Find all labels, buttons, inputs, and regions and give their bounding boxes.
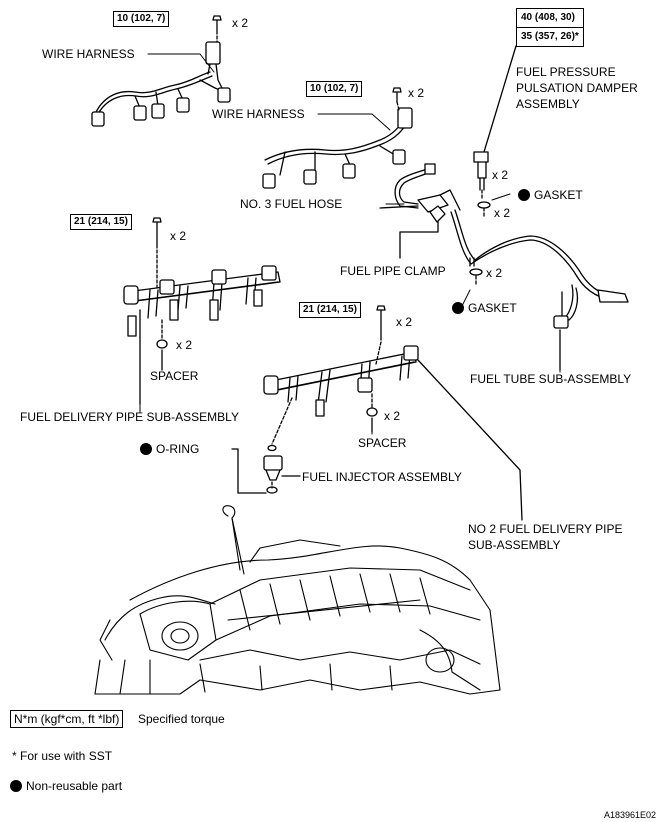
label-gasket-2: GASKET [452, 301, 517, 315]
torque-spec-wire-harness-2: 10 (102, 7) [306, 81, 363, 97]
torque-spec-delivery-pipe-1: 21 (214, 15) [70, 214, 132, 230]
legend-non-reusable: Non-reusable part [10, 779, 122, 793]
label-gasket-1: GASKET [518, 188, 583, 202]
label-wire-harness-2: WIRE HARNESS [212, 107, 305, 121]
torque-spec-fuel-pressure-damper: 40 (408, 30) 35 (357, 26)* [516, 8, 584, 47]
quantity-delivery-pipe-bolt-2: x 2 [396, 315, 413, 329]
engine-block-drawing [94, 505, 501, 695]
figure-id: A183961E02 [604, 810, 657, 820]
label-fuel-pressure-damper-line-2: PULSATION DAMPER [516, 81, 638, 95]
quantity-spacer-1: x 2 [176, 338, 193, 352]
quantity-wire-harness-bolt-2: x 2 [408, 86, 425, 100]
non-reusable-dot-icon [10, 780, 22, 792]
fuel-tube-drawing [450, 209, 629, 371]
label-fuel-tube: FUEL TUBE SUB-ASSEMBLY [470, 372, 632, 386]
wire-harness-1-drawing [91, 15, 231, 127]
non-reusable-dot-icon [140, 443, 152, 455]
wire-harness-2-drawing [262, 87, 413, 189]
legend-sst-note: * For use with SST [12, 749, 113, 763]
legend-torque-description: Specified torque [138, 712, 225, 726]
legend-torque-unit-box: N*m (kgf*cm, ft *lbf) [10, 710, 124, 728]
label-spacer-1: SPACER [150, 369, 199, 383]
quantity-gasket-1: x 2 [494, 206, 511, 220]
quantity-delivery-pipe-bolt-1: x 2 [170, 229, 187, 243]
label-fuel-pressure-damper-line-3: ASSEMBLY [516, 97, 580, 111]
fuel-pressure-damper-drawing [473, 45, 517, 219]
fuel-pipe-clamp-drawing [399, 205, 446, 259]
torque-spec-fuel-pressure-a: 40 (408, 30) [517, 9, 583, 27]
non-reusable-dot-icon [452, 302, 464, 314]
label-wire-harness-1: WIRE HARNESS [42, 47, 135, 61]
non-reusable-dot-icon [518, 189, 530, 201]
quantity-wire-harness-bolt-1: x 2 [232, 16, 249, 30]
label-fuel-injector: FUEL INJECTOR ASSEMBLY [302, 470, 462, 484]
label-o-ring: O-RING [140, 442, 199, 456]
o-ring-text: O-RING [156, 442, 200, 456]
fuel-injector-drawing [231, 444, 301, 494]
label-spacer-2: SPACER [358, 436, 407, 450]
label-fuel-delivery-pipe: FUEL DELIVERY PIPE SUB-ASSEMBLY [20, 410, 239, 424]
label-no2-delivery-pipe-line-2: SUB-ASSEMBLY [468, 538, 561, 552]
label-no2-delivery-pipe-line-1: NO 2 FUEL DELIVERY PIPE [468, 522, 623, 536]
torque-spec-wire-harness-1: 10 (102, 7) [113, 11, 170, 27]
label-no3-fuel-hose: NO. 3 FUEL HOSE [240, 197, 343, 211]
legend-non-reusable-text: Non-reusable part [26, 779, 123, 793]
gasket-1-text: GASKET [534, 188, 583, 202]
label-fuel-pipe-clamp: FUEL PIPE CLAMP [340, 264, 446, 278]
no2-fuel-delivery-pipe-drawing [263, 305, 523, 521]
quantity-gasket-2: x 2 [486, 266, 503, 280]
torque-spec-fuel-pressure-b: 35 (357, 26)* [517, 28, 583, 46]
torque-spec-delivery-pipe-2: 21 (214, 15) [299, 302, 361, 318]
fuel-delivery-pipe-drawing [123, 217, 281, 405]
label-fuel-pressure-damper-line-1: FUEL PRESSURE [516, 65, 616, 79]
quantity-damper: x 2 [492, 168, 509, 182]
gasket-2-text: GASKET [468, 301, 517, 315]
leader-lines [139, 53, 561, 435]
quantity-spacer-2: x 2 [384, 409, 401, 423]
no3-fuel-hose-drawing [379, 163, 461, 213]
